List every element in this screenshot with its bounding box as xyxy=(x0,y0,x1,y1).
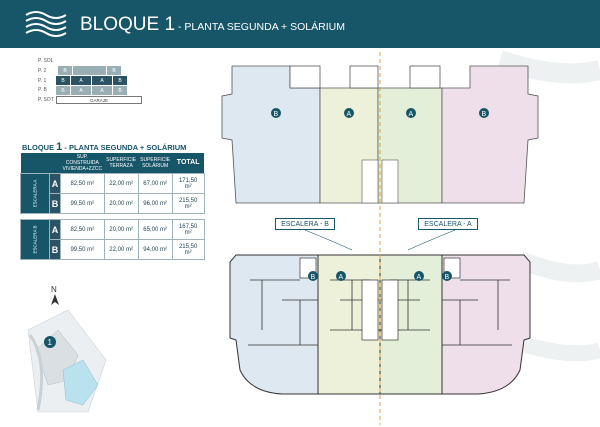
section-row: B A A B xyxy=(56,86,127,95)
table-title: BLOQUE 1 - PLANTA SEGUNDA + SOLÁRIUM xyxy=(22,141,186,153)
unit-marker-label: A xyxy=(417,274,422,281)
cell-built: 82,50 m² xyxy=(60,173,105,194)
waves-logo-icon xyxy=(25,11,67,37)
site-plan: 1 xyxy=(28,309,107,413)
table-title-prefix: BLOQUE xyxy=(22,143,57,152)
table-row: B 99,50 m² 22,00 m² 94,00 m² 215,50 m² xyxy=(21,239,205,260)
level-label: P. SOL xyxy=(38,58,54,64)
section-cell: B xyxy=(113,76,127,85)
unit-a-marker-icon xyxy=(344,108,354,118)
unit-marker-label: B xyxy=(482,111,487,118)
title-main: BLOQUE 1 xyxy=(80,14,176,35)
cell-terrace: 22,00 m² xyxy=(103,173,139,194)
cell-total: 167,50 m² xyxy=(171,219,205,240)
unit-b-marker-icon xyxy=(479,108,489,118)
unit-marker-label: B xyxy=(274,111,279,118)
section-cell: A xyxy=(71,76,91,85)
section-cell: B xyxy=(56,76,70,85)
cell-solarium: 67,00 m² xyxy=(137,173,173,194)
unit-marker-label: A xyxy=(409,111,414,118)
areas-table: SUP. CONSTRUIDA VIVIENDA+ZZCC SUPERFICIE… xyxy=(19,153,205,260)
north-label: N xyxy=(51,285,57,294)
unit-b-marker-icon xyxy=(308,271,318,281)
cell-solarium: 96,00 m² xyxy=(137,193,173,214)
escalera-a-label: ESCALERA - A xyxy=(418,218,478,230)
cell-solarium: 94,00 m² xyxy=(137,239,173,260)
header-built: SUP. CONSTRUIDA VIVIENDA+ZZCC xyxy=(60,153,105,174)
header-terrace: SUPERFICIE TERRAZA xyxy=(104,153,139,174)
section-cell: A xyxy=(92,76,112,85)
section-cell: B xyxy=(107,66,121,75)
section-cell xyxy=(73,66,106,75)
header-bar: BLOQUE 1 - PLANTA SEGUNDA + SOLÁRIUM xyxy=(0,0,600,48)
group-label: ESCALERA B xyxy=(19,219,51,260)
table-gap xyxy=(20,213,205,220)
cell-total: 215,50 m² xyxy=(171,193,205,214)
unit-type: B xyxy=(49,239,62,260)
table-title-number: 1 xyxy=(56,141,63,153)
unit-type: A xyxy=(49,173,62,194)
level-label: P. B xyxy=(38,87,47,93)
header-solarium: SUPERFICIE SOLÁRIUM xyxy=(138,153,173,174)
unit-a-marker-icon xyxy=(406,108,416,118)
level-label: P. SOT xyxy=(38,97,54,103)
unit-a-marker-icon xyxy=(414,271,424,281)
unit-marker-label: A xyxy=(339,274,344,281)
cell-built: 82,50 m² xyxy=(60,219,105,240)
unit-type: B xyxy=(49,193,62,214)
unit-type: A xyxy=(49,219,62,240)
section-cell: A xyxy=(71,86,91,95)
table-header-row: SUP. CONSTRUIDA VIVIENDA+ZZCC SUPERFICIE… xyxy=(20,153,205,174)
cell-total: 215,50 m² xyxy=(171,239,205,260)
header-cell xyxy=(20,153,61,174)
unit-marker-label: A xyxy=(347,111,352,118)
table-row: B 99,50 m² 20,00 m² 96,00 m² 215,50 m² xyxy=(21,193,205,214)
north-arrow-icon: N xyxy=(51,285,59,305)
section-cell: A xyxy=(92,86,112,95)
level-label: P. 2 xyxy=(38,68,47,74)
section-cell: B xyxy=(56,86,70,95)
solarium-plan: B A A B xyxy=(221,65,539,204)
section-row: B B xyxy=(58,66,121,75)
unit-b-marker-icon xyxy=(442,271,452,281)
table-title-suffix: - PLANTA SEGUNDA + SOLÁRIUM xyxy=(62,143,187,152)
cell-total: 171,50 m² xyxy=(171,173,205,194)
title-sub: PLANTA SEGUNDA + SOLÁRIUM xyxy=(184,21,345,33)
unit-a-marker-icon xyxy=(336,271,346,281)
cell-terrace: 22,00 m² xyxy=(103,239,139,260)
section-row: B A A B xyxy=(56,76,127,85)
page-title: BLOQUE 1 - PLANTA SEGUNDA + SOLÁRIUM xyxy=(80,14,345,36)
unit-marker-label: B xyxy=(311,274,316,281)
table-row: ESCALERA B A 82,50 m² 20,00 m² 65,00 m² … xyxy=(19,219,205,260)
second-floor-plan: B A A B xyxy=(229,254,531,395)
group-label: ESCALERA A xyxy=(19,173,51,214)
cell-terrace: 20,00 m² xyxy=(103,219,139,240)
section-cell: B xyxy=(58,66,72,75)
section-diagram: P. SOL P. 2 P. 1 P. B P. SOT B B B A A B… xyxy=(38,58,152,106)
block-marker-label: 1 xyxy=(48,338,53,347)
level-label: P. 1 xyxy=(38,78,47,84)
block-marker-icon xyxy=(44,336,56,348)
cell-terrace: 20,00 m² xyxy=(103,193,139,214)
unit-b-marker-icon xyxy=(271,108,281,118)
table-row: ESCALERA A A 82,50 m² 22,00 m² 67,00 m² … xyxy=(19,173,205,214)
escalera-b-label: ESCALERA - B xyxy=(275,218,335,230)
garage-box: GARAJE xyxy=(56,96,142,104)
unit-marker-label: B xyxy=(445,274,450,281)
section-cell: B xyxy=(113,86,127,95)
cell-built: 99,50 m² xyxy=(60,239,105,260)
header-total: TOTAL xyxy=(172,153,205,174)
title-separator: - xyxy=(175,21,185,33)
